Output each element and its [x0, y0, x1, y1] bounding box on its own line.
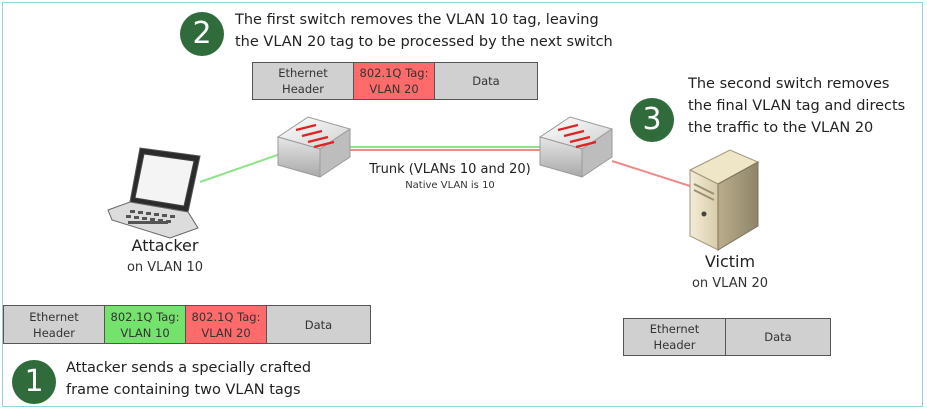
step-1-line-2: frame containing two VLAN tags: [66, 382, 301, 398]
step-3-text: The second switch removes the final VLAN…: [688, 73, 905, 139]
step-2-line-2: the VLAN 20 tag to be processed by the n…: [235, 34, 613, 50]
step-2-text: The first switch removes the VLAN 10 tag…: [235, 9, 613, 53]
attacker-link: [199, 152, 284, 183]
victim-vlan-label: on VLAN 20: [691, 276, 769, 291]
step-2-badge: 2: [180, 12, 224, 56]
step-3-badge: 3: [630, 98, 674, 142]
step-3-line-1: The second switch removes: [688, 76, 890, 92]
step-1-text: Attacker sends a specially crafted frame…: [66, 357, 311, 401]
vlan10-tag-cell: 802.1Q Tag: VLAN 10: [105, 306, 186, 343]
attacker-label: Attacker: [131, 236, 199, 255]
victim-label: Victim: [704, 252, 756, 271]
ethernet-header-cell: Ethernet Header: [624, 319, 726, 355]
switch-1-icon: [276, 116, 352, 178]
native-vlan-label: Native VLAN is 10: [405, 180, 495, 191]
server-icon: [688, 149, 760, 251]
step-3-line-3: the traffic to the VLAN 20: [688, 120, 874, 136]
step-3-line-2: the final VLAN tag and directs: [688, 98, 906, 114]
switch-2-icon: [538, 116, 614, 178]
trunk-label: Trunk (VLANs 10 and 20): [369, 162, 531, 177]
ethernet-header-cell: Ethernet Header: [253, 63, 354, 99]
data-cell: Data: [267, 306, 370, 343]
step-1-badge: 1: [12, 360, 56, 404]
laptop-icon: [107, 147, 201, 239]
frame-after-switch-1: Ethernet Header 802.1Q Tag: VLAN 20 Data: [252, 62, 538, 100]
victim-frame: Ethernet Header Data: [623, 318, 831, 356]
diagram-border: [2, 2, 923, 407]
data-cell: Data: [726, 319, 830, 355]
ethernet-header-cell: Ethernet Header: [4, 306, 105, 343]
step-1-line-1: Attacker sends a specially crafted: [66, 360, 312, 376]
victim-link: [611, 160, 691, 187]
data-cell: Data: [435, 63, 537, 99]
vlan20-tag-cell: 802.1Q Tag: VLAN 20: [354, 63, 435, 99]
vlan20-tag-cell: 802.1Q Tag: VLAN 20: [186, 306, 267, 343]
attacker-vlan-label: on VLAN 10: [126, 260, 204, 275]
step-2-line-1: The first switch removes the VLAN 10 tag…: [235, 12, 599, 28]
attacker-frame: Ethernet Header 802.1Q Tag: VLAN 10 802.…: [3, 305, 371, 344]
